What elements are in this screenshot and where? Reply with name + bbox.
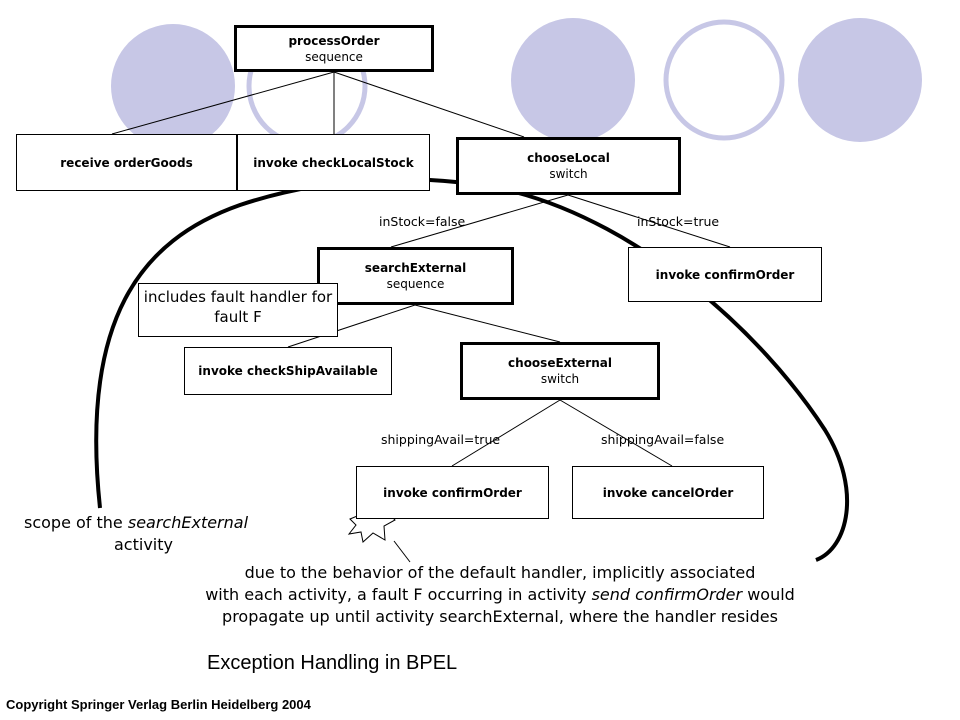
node-name: searchExternal <box>364 261 467 275</box>
node-process-order: processOrder sequence <box>234 25 434 72</box>
node-type: switch <box>540 372 580 386</box>
node-name: invoke confirmOrder <box>383 485 522 500</box>
edge-label-shipping-false: shippingAvail=false <box>601 432 725 447</box>
node-name: receive orderGoods <box>60 155 193 170</box>
explanation-line-2-em: send confirmOrder <box>591 585 743 604</box>
scope-label-after: activity <box>114 535 173 554</box>
explanation-line-3: propagate up until activity searchExtern… <box>222 607 778 626</box>
explanation-line-2-before: with each activity, a fault F occurring … <box>205 585 592 604</box>
node-name: chooseExternal <box>508 356 612 370</box>
node-name: invoke checkLocalStock <box>253 155 414 170</box>
explanation-text: due to the behavior of the default handl… <box>150 562 850 628</box>
edge-label-in-stock-true: inStock=true <box>637 214 720 229</box>
node-choose-local: chooseLocal switch <box>456 137 681 195</box>
explanation-line-2-after: would <box>742 585 795 604</box>
node-choose-external: chooseExternal switch <box>460 342 660 400</box>
node-name: processOrder <box>288 33 380 48</box>
scope-label-before: scope of the <box>24 513 128 532</box>
decor-circle-1 <box>111 24 235 148</box>
node-search-external: searchExternal sequence <box>317 247 514 305</box>
node-name: invoke cancelOrder <box>602 485 734 500</box>
node-invoke-confirm-order-top: invoke confirmOrder <box>628 247 822 302</box>
node-name: invoke checkShipAvailable <box>198 364 378 378</box>
explanation-line-1: due to the behavior of the default handl… <box>244 563 756 582</box>
decor-circle-5 <box>798 18 922 142</box>
node-name: invoke confirmOrder <box>655 267 795 282</box>
node-invoke-confirm-order-bottom: invoke confirmOrder <box>356 466 549 519</box>
node-invoke-check-local-stock: invoke checkLocalStock <box>237 134 430 191</box>
copyright-notice: Copyright Springer Verlag Berlin Heidelb… <box>6 697 311 712</box>
node-invoke-check-ship-available: invoke checkShipAvailable <box>184 347 392 395</box>
node-type: sequence <box>386 277 445 291</box>
slide-heading: Exception Handling in BPEL <box>207 652 458 674</box>
decor-circle-4 <box>663 19 785 141</box>
node-type: switch <box>549 167 588 181</box>
node-name: chooseLocal <box>527 151 610 165</box>
scope-label-activity: searchExternal <box>127 513 249 532</box>
explanation-line-2: with each activity, a fault F occurring … <box>150 584 850 606</box>
fault-handler-callout: includes fault handler for fault F <box>138 283 338 337</box>
edge-label-in-stock-false: inStock=false <box>379 214 466 229</box>
node-invoke-cancel-order: invoke cancelOrder <box>572 466 764 519</box>
node-receive-order-goods: receive orderGoods <box>16 134 237 191</box>
scope-label: scope of the searchExternal activity <box>20 512 290 556</box>
edge-label-shipping-true: shippingAvail=true <box>381 432 501 447</box>
decor-circle-3 <box>511 18 635 142</box>
tree-edges <box>111 71 731 563</box>
node-type: sequence <box>305 49 363 64</box>
